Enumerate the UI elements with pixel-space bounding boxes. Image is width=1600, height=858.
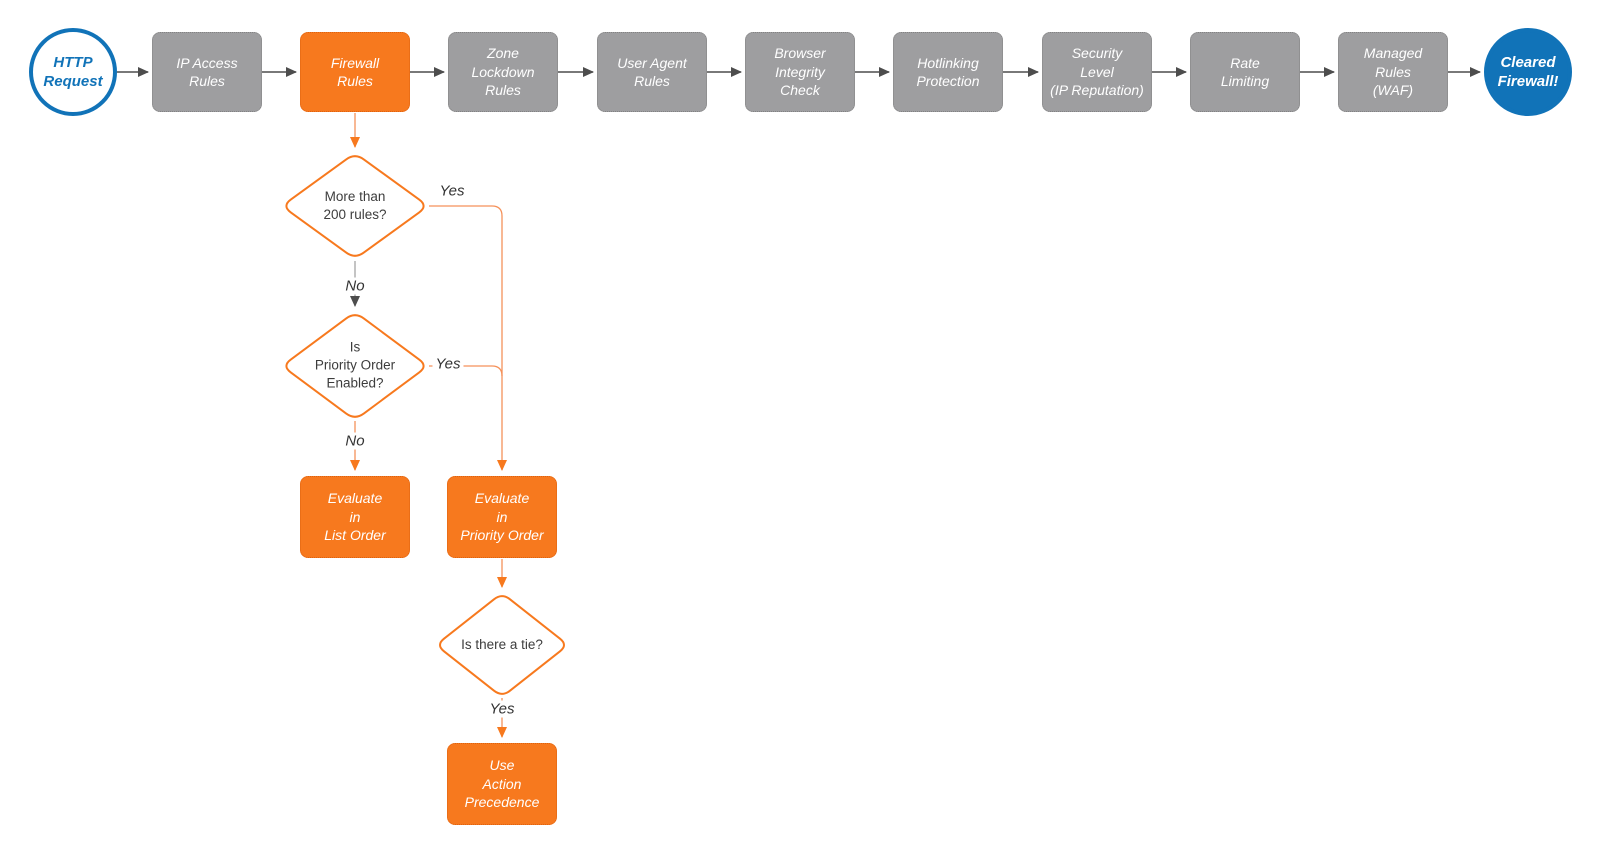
label-yes-200-rules: Yes	[439, 182, 465, 200]
node-ip-access-rules: IP Access Rules	[152, 32, 262, 112]
action-evaluate-in-priority-order: Evaluate in Priority Order	[447, 476, 557, 558]
node-rate-limiting: Rate Limiting	[1190, 32, 1300, 112]
node-browser-integrity-check: Browser Integrity Check	[745, 32, 855, 112]
action-use-action-precedence: Use Action Precedence	[447, 743, 557, 825]
node-managed-rules-waf: Managed Rules (WAF)	[1338, 32, 1448, 112]
decision-more-than-200-rules-shape	[285, 155, 425, 257]
decision-is-there-a-tie-shape	[439, 595, 565, 695]
action-evaluate-in-list-order: Evaluate in List Order	[300, 476, 410, 558]
node-zone-lockdown-rules: Zone Lockdown Rules	[448, 32, 558, 112]
label-no-priority: No	[342, 432, 368, 450]
edge-yes-200-to-priority-order	[429, 205, 507, 471]
node-http-request: HTTP Request	[29, 28, 117, 116]
node-cleared-firewall: Cleared Firewall!	[1484, 28, 1572, 116]
decision-priority-order-enabled-shape	[285, 314, 425, 418]
orange-connectors	[350, 113, 507, 738]
decision-priority-order-enabled-label: Is Priority Order Enabled?	[314, 339, 396, 392]
label-yes-priority: Yes	[432, 355, 464, 373]
node-security-level: Security Level (IP Reputation)	[1042, 32, 1152, 112]
label-no-200-rules: No	[342, 277, 368, 295]
decision-is-there-a-tie-label: Is there a tie?	[461, 636, 543, 652]
node-firewall-rules: Firewall Rules	[300, 32, 410, 112]
decision-more-than-200-rules-label: More than 200 rules?	[323, 188, 387, 222]
node-hotlinking-protection: Hotlinking Protection	[893, 32, 1003, 112]
label-yes-tie: Yes	[486, 700, 518, 718]
edge-yes-priority-merge	[429, 365, 503, 377]
node-user-agent-rules: User Agent Rules	[597, 32, 707, 112]
